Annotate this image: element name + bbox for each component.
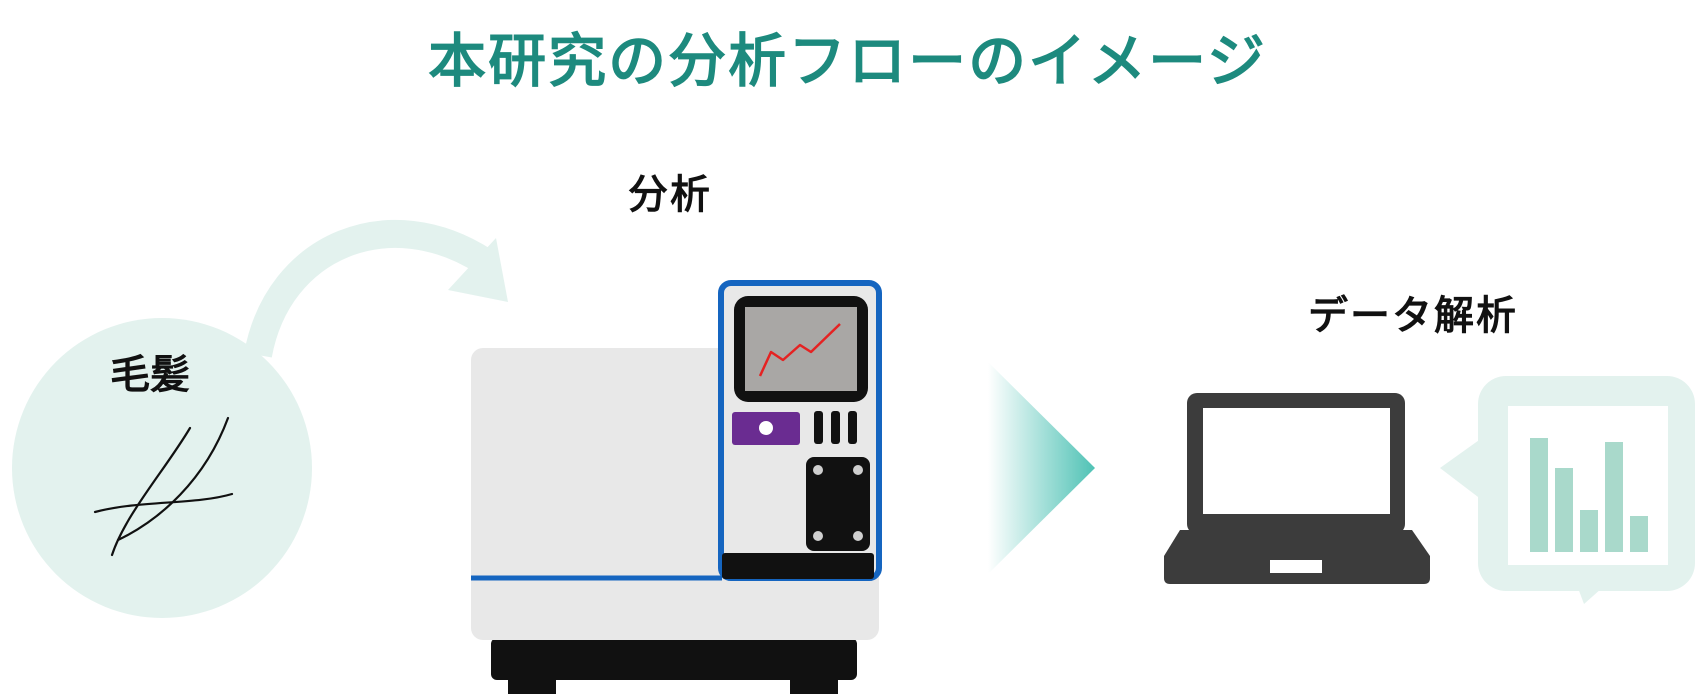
curved-arrow-icon [244, 219, 508, 358]
analyzer-instrument-icon [471, 280, 882, 694]
label-analysis: 分析 [628, 172, 712, 218]
diagram-title: 本研究の分析フローのイメージ [428, 27, 1267, 95]
graph-line-icon [758, 323, 841, 377]
flow-arrow-icon [988, 362, 1095, 574]
laptop-icon [1164, 393, 1430, 584]
bar-chart-bubble-icon [1440, 376, 1695, 604]
hair-circle [12, 318, 312, 618]
laptop-keyboard [1164, 530, 1430, 584]
analyzer-base [491, 638, 857, 680]
label-data-analysis: データ解析 [1308, 293, 1518, 339]
label-hair: 毛髪 [110, 352, 190, 398]
hair-sample-group: 毛髪 [12, 318, 312, 618]
hair-strands-icon [93, 416, 234, 557]
analyzer-port [806, 457, 870, 551]
analyzer-tray [722, 553, 874, 579]
